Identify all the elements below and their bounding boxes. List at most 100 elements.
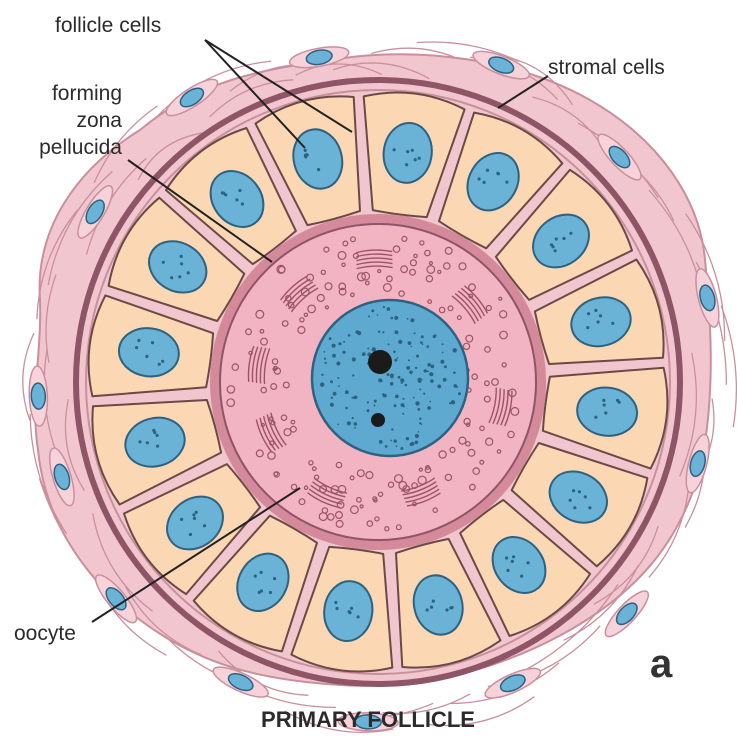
nucleus-speckle	[405, 163, 408, 166]
nucleus-speckle	[432, 600, 435, 603]
nucleus-speckle	[348, 610, 351, 613]
nucleus-speckle	[146, 441, 149, 444]
chromatin-granule	[333, 392, 337, 396]
chromatin-granule	[444, 365, 447, 368]
chromatin-granule	[330, 403, 334, 407]
chromatin-granule	[347, 421, 351, 425]
nucleus-speckle	[486, 169, 489, 172]
stromal-cell	[482, 663, 544, 704]
chromatin-granule	[401, 382, 403, 384]
chromatin-granule	[387, 373, 390, 376]
nucleus-speckle	[241, 202, 244, 205]
chromatin-granule	[378, 331, 380, 333]
chromatin-granule	[385, 445, 388, 448]
chromatin-granule	[367, 401, 369, 403]
nucleus-speckle	[304, 155, 307, 158]
chromatin-granule	[395, 330, 399, 334]
chromatin-granule	[431, 365, 435, 369]
chromatin-granule	[430, 379, 434, 383]
chromatin-granule	[391, 428, 393, 430]
nucleus-speckle	[145, 355, 148, 358]
chromatin-granule	[407, 318, 409, 320]
chromatin-granule	[415, 434, 419, 438]
chromatin-granule	[342, 351, 345, 354]
chromatin-granule	[354, 422, 358, 426]
nucleus-speckle	[594, 416, 597, 419]
chromatin-granule	[330, 380, 333, 383]
nucleus-speckle	[604, 411, 607, 414]
nucleus-speckle	[162, 261, 165, 264]
nucleus-speckle	[483, 181, 486, 184]
chromatin-granule	[377, 314, 379, 316]
chromatin-granule	[353, 396, 356, 399]
nucleus-speckle	[527, 561, 530, 564]
nucleus-speckle	[569, 232, 572, 235]
chromatin-granule	[345, 407, 348, 410]
nucleus-speckle	[497, 172, 500, 175]
chromatin-granule	[406, 366, 410, 370]
chromatin-granule	[410, 318, 414, 322]
chromatin-granule	[427, 363, 431, 367]
nucleus-speckle	[505, 181, 508, 184]
chromatin-granule	[413, 397, 415, 399]
chromatin-granule	[383, 394, 386, 397]
chromatin-granule	[402, 413, 404, 415]
chromatin-granule	[393, 351, 396, 354]
chromatin-granule	[324, 358, 326, 360]
nucleus-speckle	[203, 524, 206, 527]
nucleus-speckle	[573, 506, 576, 509]
chromatin-granule	[427, 345, 430, 348]
nucleus-speckle	[156, 445, 159, 448]
chromatin-granule	[453, 348, 457, 352]
nucleus-speckle	[135, 346, 138, 349]
nucleus-speckle	[512, 555, 515, 558]
chromatin-granule	[440, 360, 444, 364]
chromatin-granule	[343, 341, 345, 343]
nucleus-speckle	[304, 149, 307, 152]
chromatin-granule	[383, 306, 385, 308]
chromatin-granule	[429, 372, 433, 376]
label-oocyte: oocyte	[14, 622, 76, 645]
chromatin-granule	[418, 431, 420, 433]
nucleus-speckle	[414, 158, 417, 161]
chromatin-granule	[374, 404, 376, 406]
nucleus-speckle	[260, 571, 263, 574]
chromatin-granule	[427, 406, 431, 410]
nucleus-speckle	[357, 615, 360, 618]
nucleus-speckle	[578, 490, 581, 493]
nucleus-speckle	[554, 249, 557, 252]
chromatin-granule	[379, 440, 383, 444]
chromatin-granule	[352, 357, 356, 361]
chromatin-granule	[429, 401, 431, 403]
chromatin-granule	[331, 397, 333, 399]
nucleus-speckle	[430, 606, 433, 609]
nucleus-speckle	[603, 403, 606, 406]
nucleus-speckle	[569, 499, 572, 502]
chromatin-granule	[382, 331, 384, 333]
nucleus-speckle	[317, 168, 320, 171]
chromatin-granule	[422, 344, 424, 346]
nucleus-speckle	[594, 309, 597, 312]
chromatin-granule	[437, 385, 441, 389]
chromatin-granule	[345, 390, 349, 394]
chromatin-granule	[332, 354, 336, 358]
chromatin-granule	[402, 398, 404, 400]
chromatin-granule	[394, 316, 398, 320]
nucleus-speckle	[273, 577, 276, 580]
chromatin-granule	[442, 343, 444, 345]
nucleus-speckle	[170, 276, 173, 279]
nucleus-speckle	[511, 560, 514, 563]
nucleus-speckle	[152, 429, 155, 432]
chromatin-granule	[391, 317, 394, 320]
chromatin-granule	[396, 445, 398, 447]
chromatin-granule	[387, 307, 391, 311]
nucleus-speckle	[562, 237, 565, 240]
chromatin-granule	[414, 332, 416, 334]
chromatin-granule	[410, 443, 413, 446]
chromatin-granule	[367, 348, 369, 350]
nucleus-speckle	[406, 150, 409, 153]
chromatin-granule	[362, 352, 366, 356]
nucleus-speckle	[195, 511, 198, 514]
stromal-cell-nucleus	[31, 383, 46, 410]
